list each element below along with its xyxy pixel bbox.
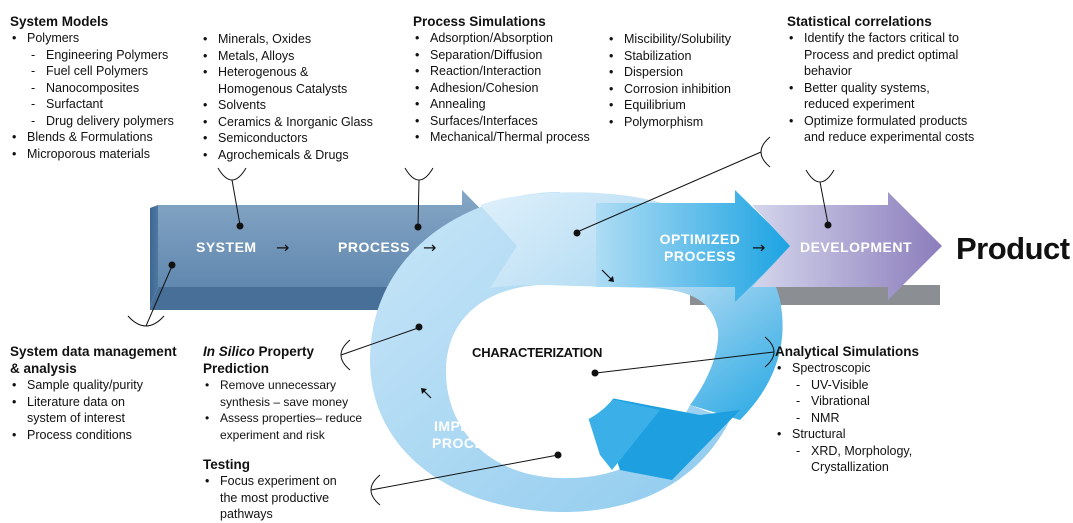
list-item: Corrosion inhibition	[607, 81, 731, 98]
callout-dots	[168, 221, 832, 459]
list-item: Polymers	[10, 30, 174, 47]
improve-label-1: IMPROVE	[434, 418, 502, 434]
list-item: Polymorphism	[607, 114, 731, 131]
list-item: Separation/Diffusion	[413, 47, 590, 64]
statistical-correlations-block: Statistical correlations Identify the fa…	[787, 13, 977, 146]
list-item: Mechanical/Thermal process	[413, 129, 590, 146]
list-item: Spectroscopic	[775, 360, 945, 377]
statistical-correlations-title: Statistical correlations	[787, 14, 932, 29]
characterization-label: CHARACTERIZATION	[472, 345, 603, 360]
list-item: Metals, Alloys	[201, 48, 401, 65]
system-models-title: System Models	[10, 14, 109, 29]
list-item: Ceramics & Inorganic Glass	[201, 114, 401, 131]
list-item: Miscibility/Solubility	[607, 31, 731, 48]
list-item: Better quality systems, reduced experime…	[787, 80, 977, 113]
list-item: Solvents	[201, 97, 401, 114]
optimized-arrow	[596, 190, 792, 302]
system-process-arrow-side	[150, 205, 158, 306]
system-models-block: System Models Polymers Engineering Polym…	[10, 13, 174, 162]
list-item: Surfaces/Interfaces	[413, 113, 590, 130]
list-item: UV-Visible	[775, 377, 945, 394]
process-simulations-col2: Miscibility/Solubility Stabilization Dis…	[607, 31, 731, 130]
list-item: Remove unnecessary synthesis – save mone…	[203, 377, 375, 410]
list-item: Minerals, Oxides	[201, 31, 401, 48]
analytical-simulations-block: Analytical Simulations Spectroscopic UV-…	[775, 343, 945, 476]
testing-title: Testing	[203, 457, 250, 472]
list-item: Identify the factors critical to Process…	[787, 30, 977, 80]
cycle-ring	[370, 192, 730, 513]
list-item: Vibrational	[775, 393, 945, 410]
optimized-label-1: OPTIMIZED	[660, 231, 741, 247]
optimized-label-2: PROCESS	[664, 248, 736, 264]
list-item: Structural	[775, 426, 945, 443]
list-item: Focus experiment on the most productive …	[203, 473, 355, 523]
arrow-optimized-to-development: →	[752, 238, 765, 257]
development-arrow	[752, 192, 942, 300]
process-simulations-block: Process Simulations Adsorption/Absorptio…	[413, 13, 590, 146]
list-item: Reaction/Interaction	[413, 63, 590, 80]
arrow-process-to-cycle: →	[423, 238, 436, 257]
list-item: Fuel cell Polymers	[10, 63, 174, 80]
system-data-title: System data management & analysis	[10, 344, 177, 376]
arrow-down-right	[601, 269, 613, 281]
callouts	[127, 136, 835, 506]
list-item: Annealing	[413, 96, 590, 113]
list-item: Engineering Polymers	[10, 47, 174, 64]
list-item: Sample quality/purity	[10, 377, 185, 394]
development-label: DEVELOPMENT	[800, 239, 912, 255]
list-item: Assess properties– reduce experiment and…	[203, 410, 385, 443]
list-item: XRD, Morphology, Crystallization	[775, 443, 931, 476]
list-item: Blends & Formulations	[10, 129, 174, 146]
list-item: Process conditions	[10, 427, 185, 444]
analytical-simulations-title: Analytical Simulations	[775, 344, 920, 359]
system-data-block: System data management & analysis Sample…	[10, 343, 185, 443]
list-item: Surfactant	[10, 96, 174, 113]
list-item: Nanocomposites	[10, 80, 174, 97]
arrow-system-to-process: →	[276, 238, 289, 257]
list-item: Adsorption/Absorption	[413, 30, 590, 47]
improve-label-2: PROCESS	[432, 435, 504, 451]
process-label: PROCESS	[338, 239, 410, 255]
list-item: Semiconductors	[201, 130, 401, 147]
list-item: Adhesion/Cohesion	[413, 80, 590, 97]
list-item: Drug delivery polymers	[10, 113, 174, 130]
system-models-col2: Minerals, Oxides Metals, Alloys Heteroge…	[201, 31, 401, 163]
cycle-hole	[468, 285, 628, 429]
in-silico-block: In Silico Property Prediction Remove unn…	[203, 343, 373, 443]
list-item: Microporous materials	[10, 146, 174, 163]
list-item: Optimize formulated products and reduce …	[787, 113, 977, 146]
list-item: NMR	[775, 410, 945, 427]
in-silico-title: In Silico Property Prediction	[203, 344, 315, 376]
testing-block: Testing Focus experiment on the most pro…	[203, 456, 363, 523]
list-item: Dispersion	[607, 64, 731, 81]
list-item: Literature data on system of interest	[10, 394, 147, 427]
process-simulations-title: Process Simulations	[413, 14, 546, 29]
product-label: Product	[956, 231, 1070, 266]
system-label: SYSTEM	[196, 239, 257, 255]
list-item: Agrochemicals & Drugs	[201, 147, 401, 164]
list-item: Stabilization	[607, 48, 731, 65]
system-models-list: Polymers Engineering Polymers Fuel cell …	[10, 30, 174, 162]
list-item: Heterogenous & Homogenous Catalysts	[201, 64, 368, 97]
list-item: Equilibrium	[607, 97, 731, 114]
